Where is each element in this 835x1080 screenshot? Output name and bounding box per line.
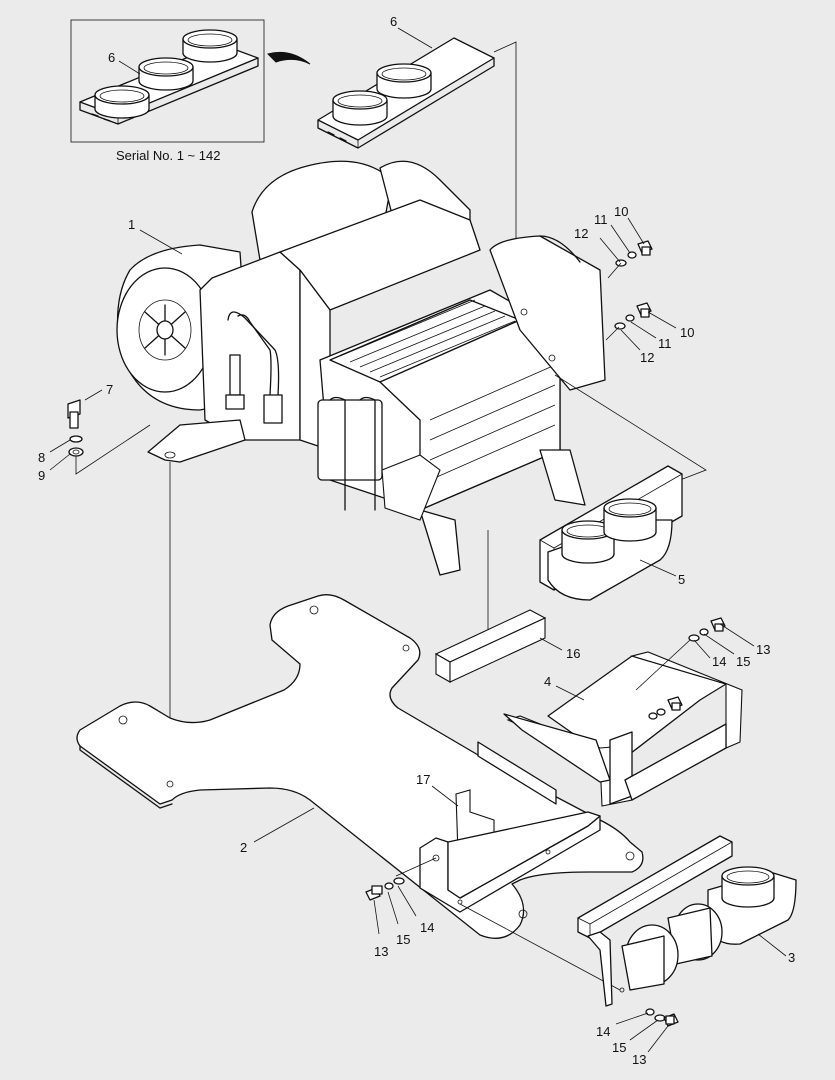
- front-duct-3: [577, 835, 797, 1007]
- callout-2: 2: [240, 840, 247, 855]
- inset-caption: Serial No. 1 ~ 142: [116, 148, 220, 163]
- top-duct-assembly: [317, 37, 495, 149]
- heater-unit: [116, 160, 606, 576]
- callout-7: 7: [106, 382, 113, 397]
- screw-stack-left: [365, 877, 405, 901]
- base-plate-2: [76, 594, 644, 939]
- screw-stack-mid: [614, 302, 652, 330]
- screw-stack-bottom: [645, 1008, 679, 1027]
- replacement-arrow-icon: [267, 51, 311, 65]
- callout-14-right: 14: [712, 654, 726, 669]
- callout-14-left: 14: [420, 920, 434, 935]
- callout-6-main: 6: [390, 14, 397, 29]
- callout-8: 8: [38, 450, 45, 465]
- callout-15-left: 15: [396, 932, 410, 947]
- callout-6-inset: 6: [108, 50, 115, 65]
- callout-17: 17: [416, 772, 430, 787]
- callout-13-left: 13: [374, 944, 388, 959]
- callout-13-bottom: 13: [632, 1052, 646, 1067]
- bolt-7-stack: [67, 399, 84, 457]
- callout-12-top: 12: [574, 226, 588, 241]
- callout-16: 16: [566, 646, 580, 661]
- callout-15-right: 15: [736, 654, 750, 669]
- callout-4: 4: [544, 674, 551, 689]
- lower-duct-5: [539, 465, 683, 601]
- callout-11-mid: 11: [658, 336, 672, 351]
- screw-stack-right: [688, 617, 726, 642]
- callout-14-bottom: 14: [596, 1024, 610, 1039]
- callout-15-bottom: 15: [612, 1040, 626, 1055]
- callout-11-top: 11: [594, 212, 608, 227]
- foam-bar-16: [434, 609, 547, 683]
- callout-10-mid: 10: [680, 325, 694, 340]
- inset-detail: 6 Serial No. 1 ~ 142: [70, 19, 265, 163]
- bracket-4: [477, 651, 743, 807]
- support-bracket: [419, 811, 601, 913]
- callout-13-right: 13: [756, 642, 770, 657]
- callout-9: 9: [38, 468, 45, 483]
- callout-3: 3: [788, 950, 795, 965]
- callout-10-top: 10: [614, 204, 628, 219]
- inset-frame: [70, 19, 265, 143]
- callout-12-mid: 12: [640, 350, 654, 365]
- screw-stack-top: [615, 240, 653, 267]
- callout-1: 1: [128, 217, 135, 232]
- inset-collars: [94, 29, 238, 119]
- callout-5: 5: [678, 572, 685, 587]
